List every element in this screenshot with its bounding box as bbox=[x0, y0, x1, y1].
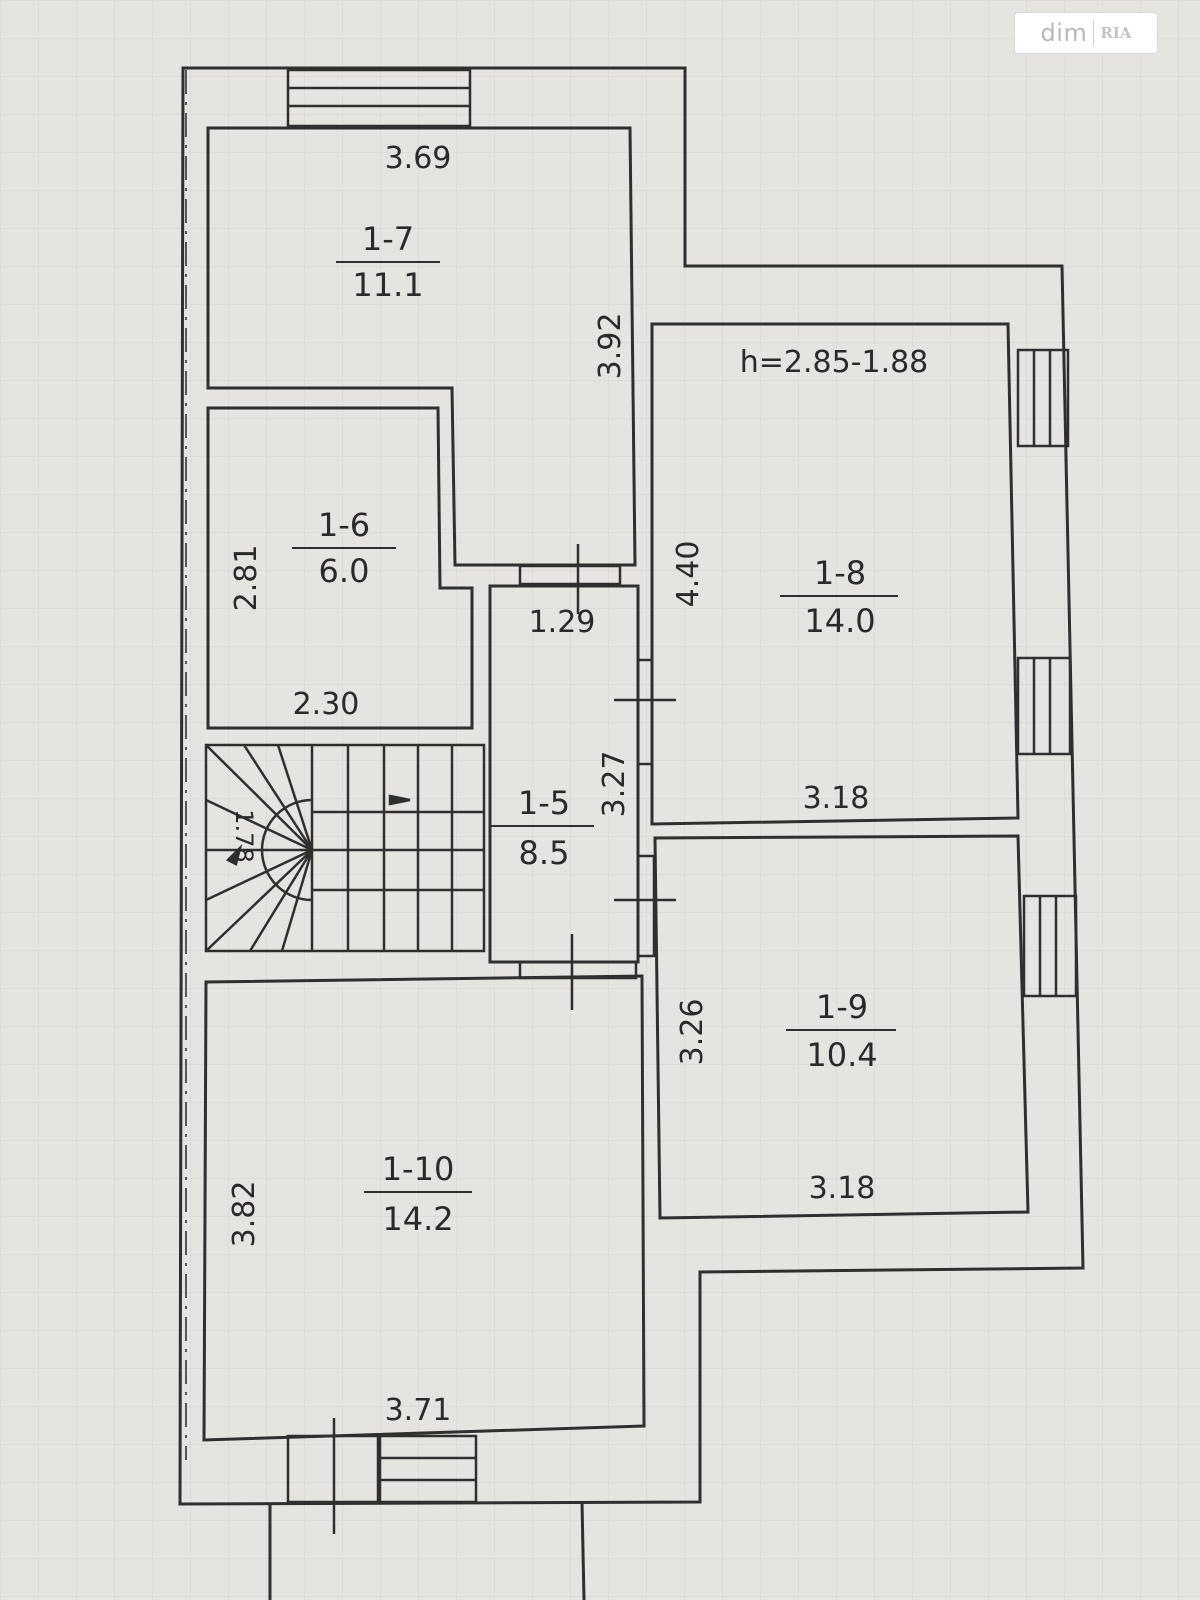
window-right-3 bbox=[1022, 894, 1078, 998]
dim-1-6-width: 2.30 bbox=[293, 687, 360, 722]
room-1-5-area: 8.5 bbox=[519, 834, 570, 872]
room-1-7-id: 1-7 bbox=[362, 220, 414, 258]
dim-1-10-width: 3.71 bbox=[385, 1393, 452, 1428]
window-bottom bbox=[378, 1434, 478, 1504]
room-1-8-id: 1-8 bbox=[814, 554, 866, 592]
room-1-7-outline bbox=[206, 126, 637, 567]
dim-1-5-width: 1.29 bbox=[529, 605, 596, 640]
windows bbox=[286, 68, 1078, 1504]
room-1-9-outline bbox=[653, 834, 1030, 1220]
room-1-7-area: 11.1 bbox=[352, 266, 423, 304]
door-1-8 bbox=[636, 658, 654, 766]
room-1-6-outline bbox=[206, 406, 474, 730]
dim-1-9-height: 3.26 bbox=[675, 999, 710, 1066]
outer-wall bbox=[178, 66, 1085, 1506]
staircase bbox=[204, 743, 486, 953]
room-1-9-area: 10.4 bbox=[806, 1036, 877, 1074]
dim-1-7-width: 3.69 bbox=[385, 141, 452, 176]
label-bars bbox=[292, 261, 898, 1193]
door-1-9 bbox=[636, 854, 656, 958]
room-1-10-area: 14.2 bbox=[382, 1200, 453, 1238]
dim-1-7-height: 3.92 bbox=[593, 313, 628, 380]
watermark-brand: dim bbox=[1040, 19, 1088, 47]
room-1-10-outline bbox=[202, 974, 646, 1442]
door-1-7 bbox=[518, 564, 622, 586]
room-1-9-id: 1-9 bbox=[816, 988, 868, 1026]
room-1-5-id: 1-5 bbox=[518, 784, 570, 822]
dim-1-10-height: 3.82 bbox=[227, 1181, 262, 1248]
dim-1-5-height: 3.27 bbox=[597, 751, 632, 818]
balcony bbox=[268, 1501, 586, 1600]
dim-1-8-width: 3.18 bbox=[803, 781, 870, 816]
window-right-1 bbox=[1016, 348, 1070, 448]
room-1-8-outline bbox=[650, 322, 1020, 826]
doors bbox=[286, 544, 676, 1534]
watermark-logo: dim RIA bbox=[1014, 12, 1158, 54]
room-1-8-area: 14.0 bbox=[804, 602, 875, 640]
height-note: h=2.85-1.88 bbox=[740, 345, 929, 380]
dim-stair: 1.78 bbox=[230, 809, 258, 862]
door-1-10 bbox=[518, 960, 638, 980]
window-top bbox=[286, 68, 472, 128]
dim-1-9-width: 3.18 bbox=[809, 1171, 876, 1206]
watermark-ria-logo: RIA bbox=[1100, 24, 1132, 42]
room-1-6-area: 6.0 bbox=[319, 552, 370, 590]
room-1-6-id: 1-6 bbox=[318, 506, 370, 544]
watermark-divider bbox=[1093, 20, 1095, 46]
dim-1-8-height: 4.40 bbox=[671, 541, 706, 608]
room-1-10-id: 1-10 bbox=[382, 1150, 455, 1188]
window-right-2 bbox=[1016, 656, 1072, 756]
dim-1-6-height: 2.81 bbox=[229, 545, 264, 612]
